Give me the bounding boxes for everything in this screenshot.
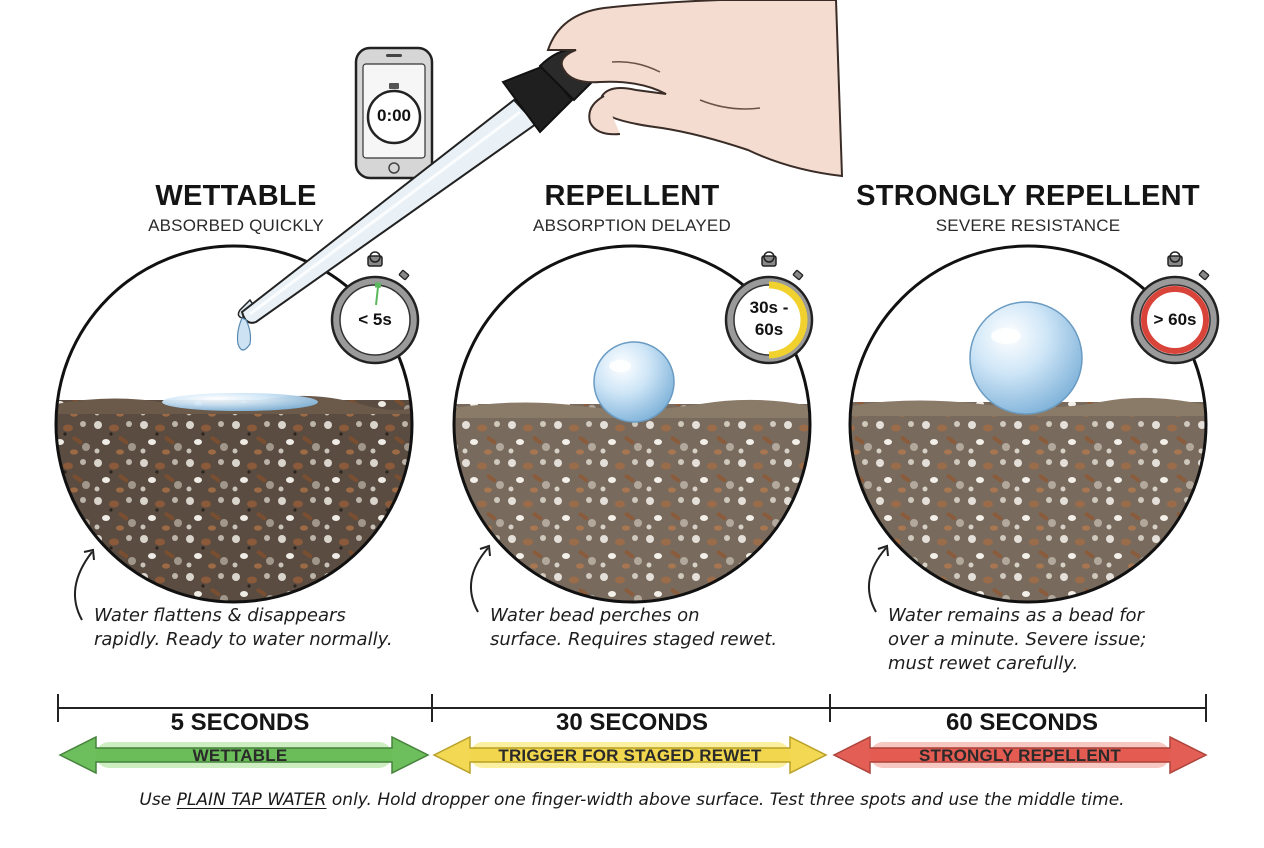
timer-strongly-repellent: > 60s [1153,310,1197,329]
band-label-wettable: WETTABLE [192,746,288,765]
note-line: over a minute. Severe issue; [888,629,1147,650]
scale-label-5s: 5 SECONDS [170,709,310,736]
band-label-staged-rewet: TRIGGER FOR STAGED REWET [498,746,762,765]
note-arrow-icon [868,544,889,613]
timer-repellent-line2: 60s [754,320,784,339]
category-title-strongly-repellent: STRONGLY REPELLENT [856,180,1200,212]
band-arrow-wettable [58,735,430,775]
scale-label-30s: 30 SECONDS [555,709,709,736]
category-title-repellent: REPELLENT [544,180,720,212]
note-line: Water flattens & disappears [94,605,346,626]
hand-icon [546,0,844,178]
stopwatch-icon [330,251,420,365]
note-line: Water remains as a bead for [888,605,1144,626]
stopwatch-icon [1130,251,1220,365]
footer-suffix: only. Hold dropper one finger-width abov… [326,790,1125,810]
note-line: surface. Requires staged rewet. [490,629,778,650]
note-line: must rewet carefully. [888,653,1079,674]
timer-repellent-line1: 30s - [749,298,789,317]
timer-wettable: < 5s [358,310,392,329]
footer-highlight: PLAIN TAP WATER [176,790,327,810]
scale-label-60s: 60 SECONDS [945,709,1099,736]
band-label-strongly-repellent: STRONGLY REPELLENT [919,746,1121,765]
category-subtitle-wettable: ABSORBED QUICKLY [148,216,324,235]
category-title-wettable: WETTABLE [155,180,317,212]
note-arrow-icon [74,548,95,621]
band-arrow-staged-rewet [432,735,828,775]
footer-instructions: Use PLAIN TAP WATER only. Hold dropper o… [0,790,1264,810]
note-wettable: Water flattens & disappears rapidly. Rea… [94,604,424,652]
phone-timer-icon [354,46,434,180]
time-scale [57,694,1207,722]
note-arrow-icon [470,544,491,613]
note-line: Water bead perches on [490,605,700,626]
category-subtitle-strongly-repellent: SEVERE RESISTANCE [935,216,1121,235]
note-repellent: Water bead perches on surface. Requires … [490,604,820,652]
stopwatch-icon [724,251,814,365]
phone-time: 0:00 [376,106,412,125]
footer-prefix: Use [139,790,177,810]
note-strongly-repellent: Water remains as a bead for over a minut… [888,604,1218,676]
note-line: rapidly. Ready to water normally. [94,629,393,650]
band-arrow-strongly-repellent [832,735,1208,775]
category-subtitle-repellent: ABSORPTION DELAYED [533,216,731,235]
soil-sample-strongly-repellent [848,244,1208,604]
